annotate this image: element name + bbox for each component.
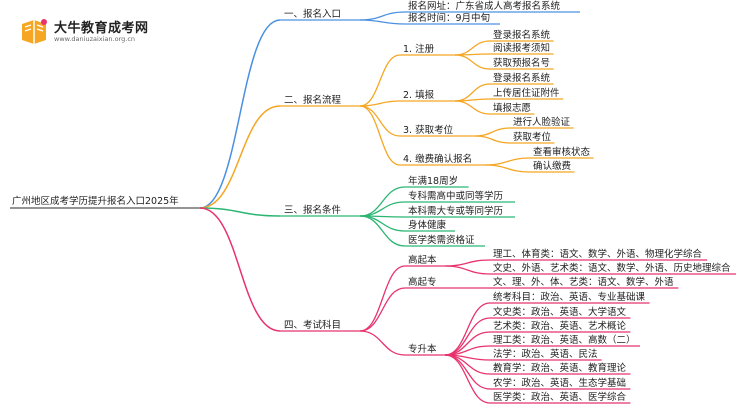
branch-3-child-2-label: 专科需高中或同等学历 [408, 190, 503, 202]
branch-2-child-2-leaf-1-label: 登录报名系统 [493, 72, 551, 84]
branch-4-child-3-leaf-1-connector [444, 302, 491, 356]
branch-3-child-4-label: 身体健康 [408, 219, 447, 231]
branch-1-label: 一、报名入口 [284, 8, 341, 20]
branch-4-child-2-label: 高起专 [408, 276, 437, 288]
branch-2-child-3-label: 3. 获取考位 [403, 124, 454, 136]
branch-3-child-3-label: 本科需大专或等同学历 [408, 205, 503, 217]
branch-2-child-3-leaf-1-connector [474, 127, 511, 137]
branch-2-child-4-leaf-2-connector [484, 164, 531, 173]
branch-4-child-3-leaf-5-label: 法学：政治、英语、民法 [493, 348, 598, 360]
branch-4-child-1-leaf-2-label: 文史、外语、艺术类：语文、数学、外语、历史地理综合 [493, 262, 731, 274]
branch-2-child-1-leaf-1-connector [454, 40, 491, 56]
branch-2-child-1-connector [359, 54, 401, 107]
branch-3-child-4-connector [359, 215, 406, 232]
branch-4-child-1-leaf-2-connector [444, 265, 491, 275]
branch-4-child-3-leaf-6-label: 教育学：政治、英语、教育理论 [493, 362, 627, 374]
branch-1-connector [199, 19, 281, 209]
branch-3-label: 三、报名条件 [284, 204, 342, 216]
branch-4-child-3-label: 专升本 [408, 343, 437, 355]
branch-2-child-2-leaf-2-label: 上传居住证附件 [493, 87, 560, 99]
branch-1-child-2-label: 报名时间：9月中旬 [408, 12, 490, 24]
branch-2-child-4-leaf-1-connector [484, 157, 531, 166]
branch-4-child-3-connector [359, 330, 406, 356]
site-logo: 大牛教育成考网 www.daniuzaixian.org.cn [18, 14, 148, 48]
branch-3-child-5-connector [359, 215, 406, 247]
branch-1-child-2-connector [359, 19, 406, 25]
root-node-label: 广州地区成考学历提升报名入口2025年 [12, 195, 179, 207]
branch-2-label: 二、报名流程 [284, 94, 342, 106]
branch-2-child-1-leaf-3-connector [454, 54, 491, 70]
branch-4-label: 四、考试科目 [284, 319, 341, 331]
branch-4-child-3-leaf-8-label: 医学类：政治、英语、医学综合 [493, 391, 627, 403]
book-icon [22, 19, 47, 44]
branch-4-child-1-connector [359, 265, 406, 332]
branch-4-child-3-leaf-1-label: 统考科目：政治、英语、专业基础课 [493, 291, 646, 303]
branch-4-child-3-leaf-3-label: 艺术类：政治、英语、艺术概论 [493, 320, 627, 332]
branch-2-child-4-connector [359, 105, 401, 166]
branch-3-child-2-connector [359, 201, 406, 217]
branch-2-child-1-leaf-3-label: 获取预报名号 [493, 57, 550, 69]
branch-4-child-3-leaf-2-label: 文史类：政治、英语、大学语文 [493, 306, 627, 318]
branch-4-child-3-leaf-2-connector [444, 317, 491, 356]
branch-4-child-3-leaf-7-label: 农学：政治、英语、生态学基础 [493, 377, 626, 389]
branch-3-child-1-label: 年满18周岁 [408, 175, 458, 187]
logo-title: 大牛教育成考网 [54, 21, 149, 36]
branch-2-connector [199, 105, 281, 209]
branch-1-child-1-label: 报名网址：广东省成人高考报名系统 [408, 0, 561, 12]
branch-2-child-4-leaf-1-label: 查看审核状态 [533, 146, 591, 158]
branch-2-child-1-label: 1. 注册 [403, 43, 435, 55]
branch-1-child-1-connector [359, 11, 406, 21]
branch-4-child-3-leaf-4-label: 理工类：政治、英语、高数（二） [493, 334, 636, 346]
branch-4-child-3-leaf-8-connector [444, 354, 491, 404]
branch-4-child-2-connector [359, 287, 406, 332]
branch-4-child-1-leaf-1-connector [444, 259, 491, 267]
branch-4-child-1-label: 高起本 [408, 254, 437, 266]
branch-4-child-2-leaf-1-label: 文、理、外、体、艺类：语文、数学、外语 [493, 276, 674, 288]
branch-2-child-3-leaf-2-connector [474, 135, 511, 144]
branch-4-child-1-leaf-1-label: 理工、体育类：语文、数学、外语、物理化学综合 [493, 248, 703, 260]
branch-2-child-3-leaf-2-label: 获取考位 [513, 131, 552, 143]
branch-2-child-2-label: 2. 填报 [403, 89, 435, 101]
branch-2-child-1-leaf-1-label: 登录报名系统 [493, 29, 551, 41]
branch-2-child-3-connector [359, 105, 401, 137]
branch-2-child-4-label: 4. 缴费确认报名 [403, 153, 472, 165]
branch-2-child-1-leaf-2-label: 阅读报考须知 [493, 42, 550, 54]
branch-3-connector [199, 207, 281, 217]
branch-2-child-3-leaf-1-label: 进行人脸验证 [513, 116, 571, 128]
branch-4-connector [199, 207, 281, 332]
branch-2-child-4-leaf-2-label: 确认缴费 [533, 160, 571, 172]
branch-2-child-2-leaf-3-connector [454, 100, 491, 115]
branch-2-child-2-connector [359, 100, 401, 107]
branch-3-child-1-connector [359, 186, 406, 217]
branch-3-child-5-label: 医学类需资格证 [408, 234, 475, 246]
logo-url: www.daniuzaixian.org.cn [54, 35, 136, 43]
branch-2-child-2-leaf-3-label: 填报志愿 [493, 102, 531, 114]
